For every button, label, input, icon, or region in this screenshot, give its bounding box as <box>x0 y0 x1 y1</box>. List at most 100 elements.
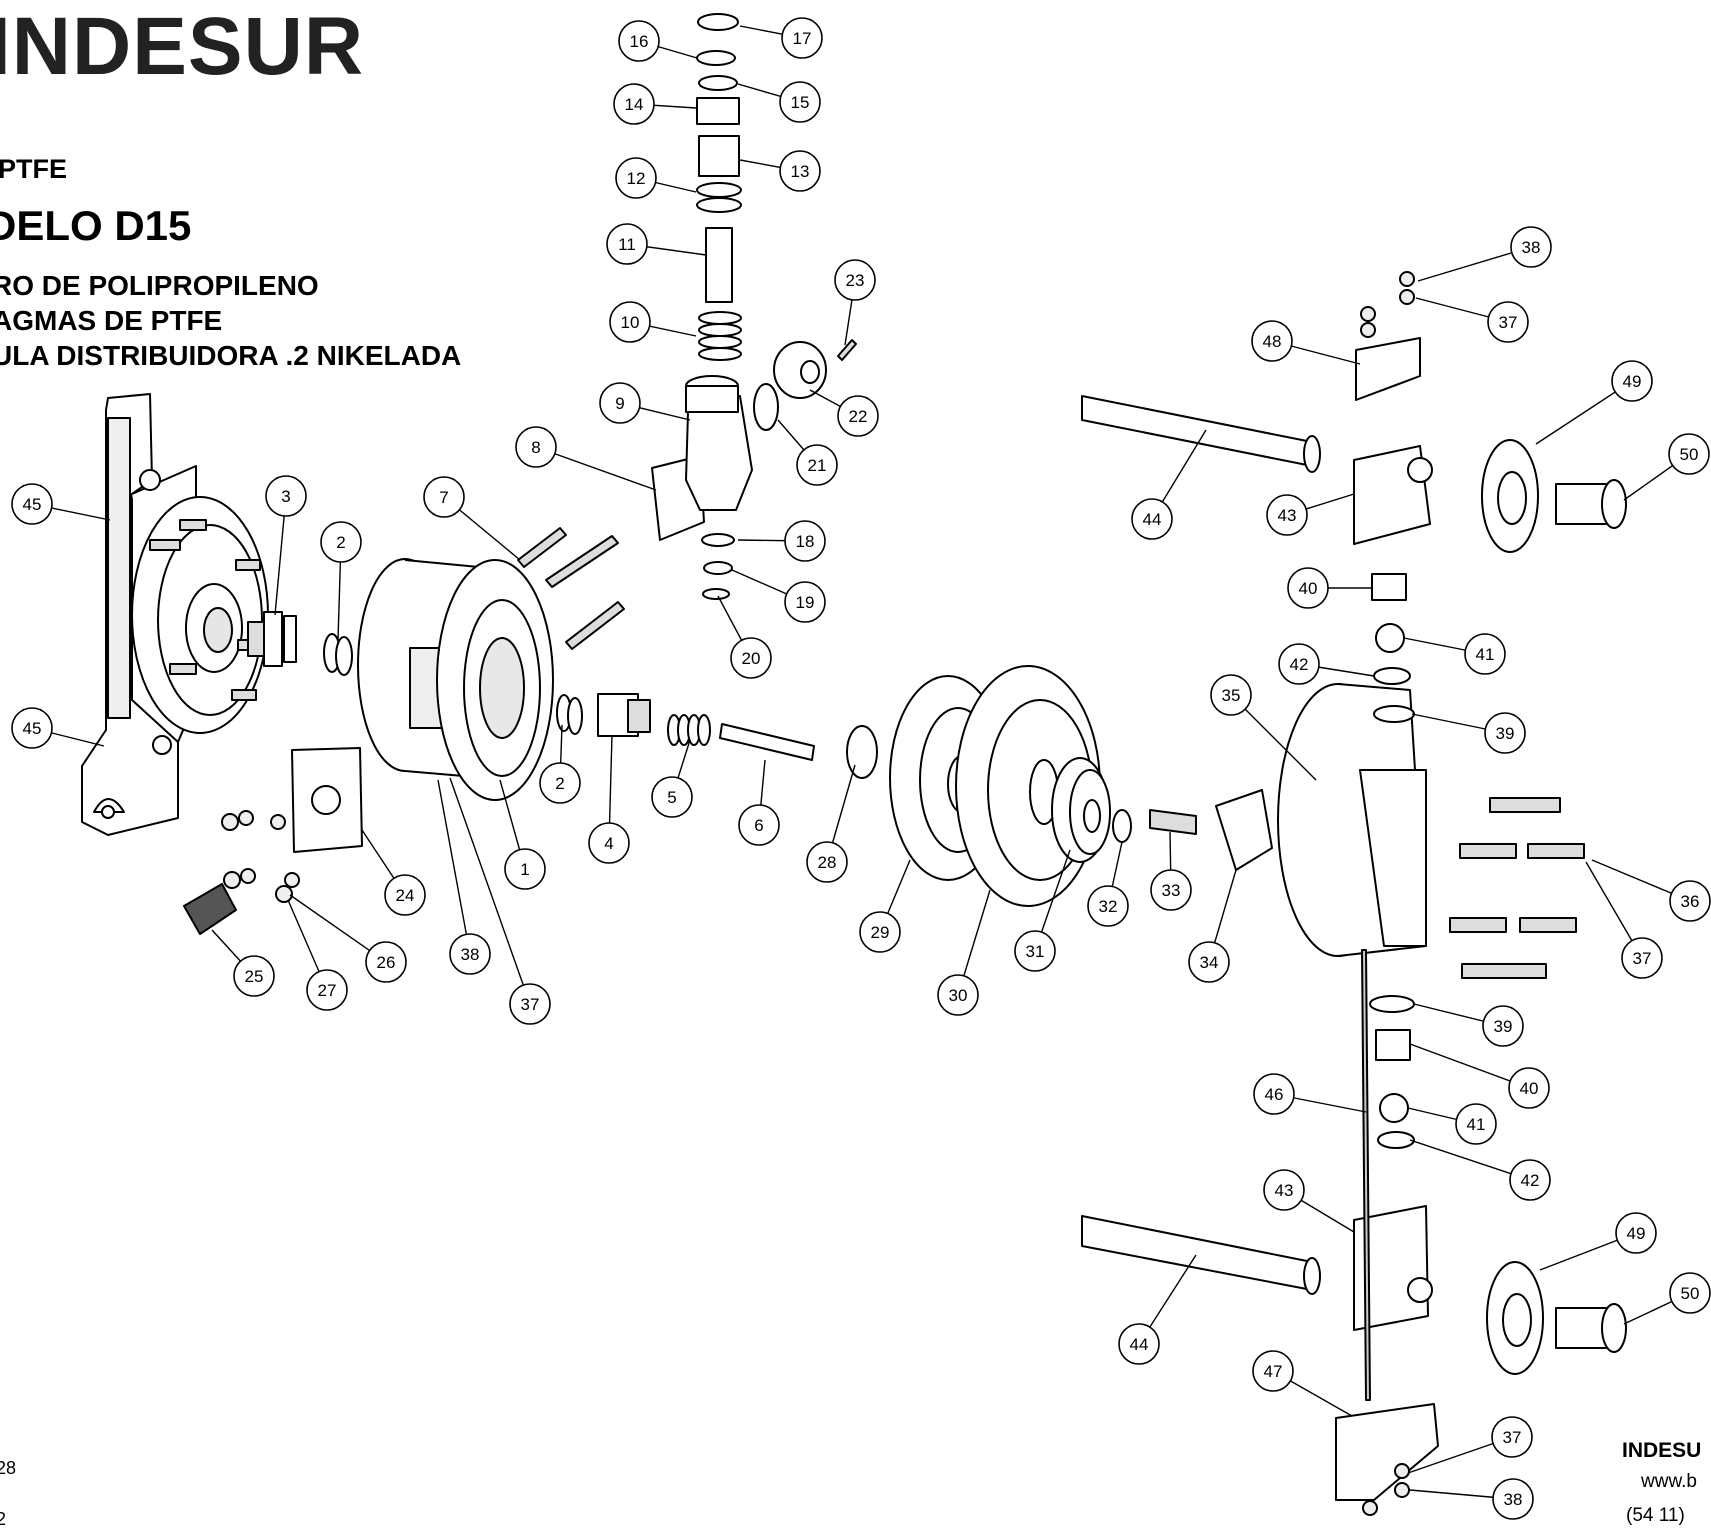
shaft-6 <box>719 723 815 761</box>
part-callout-37: 37 <box>1491 1416 1533 1458</box>
callout-circle <box>1455 1103 1497 1145</box>
callout-number: 43 <box>1278 506 1297 525</box>
part-callout-50: 50 <box>1669 1272 1711 1314</box>
callout-number: 33 <box>1162 881 1181 900</box>
callout-circle <box>859 911 901 953</box>
callout-circle <box>423 476 465 518</box>
callout-circle <box>588 822 630 864</box>
callout-circle <box>937 974 979 1016</box>
part-callout-37: 37 <box>1621 937 1663 979</box>
pipe-44-bottom <box>1081 1215 1321 1295</box>
callout-number: 37 <box>1503 1428 1522 1447</box>
callout-number: 38 <box>1504 1490 1523 1509</box>
part-callout-2: 2 <box>320 521 362 563</box>
callout-circle <box>1210 674 1252 716</box>
part-callout-40: 40 <box>1508 1067 1550 1109</box>
o-ring-21 <box>753 383 779 431</box>
callout-number: 7 <box>439 488 448 507</box>
callout-number: 20 <box>742 649 761 668</box>
callout-number: 9 <box>615 394 624 413</box>
part-callout-47: 47 <box>1252 1350 1294 1392</box>
callout-circle <box>509 983 551 1025</box>
part-callout-18: 18 <box>784 520 826 562</box>
callout-number: 18 <box>796 532 815 551</box>
callout-number: 37 <box>1633 949 1652 968</box>
part-callout-23: 23 <box>834 259 876 301</box>
nuts-washers <box>221 810 300 903</box>
spec-line-diaphragms: AGMAS DE PTFE <box>0 305 223 336</box>
part-callout-43: 43 <box>1266 494 1308 536</box>
callout-circle <box>779 150 821 192</box>
callout-circle <box>1509 1159 1551 1201</box>
callout-number: 5 <box>667 788 676 807</box>
callout-circle <box>384 874 426 916</box>
part-callout-34: 34 <box>1188 941 1230 983</box>
muffler-25 <box>183 883 237 935</box>
o-rings-5 <box>667 714 711 746</box>
part-callout-38: 38 <box>1510 226 1552 268</box>
callout-number: 6 <box>754 816 763 835</box>
callout-number: 50 <box>1680 445 1699 464</box>
part-callout-37: 37 <box>1487 301 1529 343</box>
callout-circle <box>1508 1067 1550 1109</box>
callout-number: 39 <box>1496 724 1515 743</box>
part-callout-31: 31 <box>1014 930 1056 972</box>
callout-number: 24 <box>396 886 415 905</box>
callout-circle <box>1087 885 1129 927</box>
callout-circle <box>738 804 780 846</box>
callout-circle <box>1278 643 1320 685</box>
part-callout-49: 49 <box>1615 1212 1657 1254</box>
callout-number: 30 <box>949 986 968 1005</box>
callout-number: 16 <box>630 32 649 51</box>
callout-circle <box>1263 1169 1305 1211</box>
part-callout-38: 38 <box>449 933 491 975</box>
callout-number: 49 <box>1623 372 1642 391</box>
valve-stack <box>696 13 742 600</box>
spool-4 <box>597 693 651 737</box>
part-callout-40: 40 <box>1287 567 1329 609</box>
callout-number: 31 <box>1026 942 1045 961</box>
part-callout-45: 45 <box>11 483 53 525</box>
brand-logo: INDESUR <box>0 1 365 92</box>
callout-circle <box>365 941 407 983</box>
part-callout-10: 10 <box>609 301 651 343</box>
callout-circle <box>1014 930 1056 972</box>
part-callout-39: 39 <box>1482 1005 1524 1047</box>
callout-circle <box>615 157 657 199</box>
leader-line <box>1409 1043 1530 1089</box>
callout-number: 42 <box>1521 1171 1540 1190</box>
fitting-50-top <box>1555 479 1627 529</box>
callout-number: 50 <box>1681 1284 1700 1303</box>
callout-circle <box>1669 880 1711 922</box>
part-callout-27: 27 <box>306 969 348 1011</box>
callout-number: 45 <box>23 719 42 738</box>
callout-circle <box>1287 567 1329 609</box>
callout-circle <box>1253 1073 1295 1115</box>
leader-line <box>437 779 471 955</box>
callout-number: 15 <box>791 93 810 112</box>
callout-circle <box>784 581 826 623</box>
callout-circle <box>1492 1478 1534 1520</box>
callout-number: 40 <box>1520 1079 1539 1098</box>
callout-circle <box>609 301 651 343</box>
callout-number: 41 <box>1467 1115 1486 1134</box>
part-callout-42: 42 <box>1278 643 1320 685</box>
callout-circle <box>1615 1212 1657 1254</box>
part-callout-46: 46 <box>1253 1073 1295 1115</box>
part-callout-41: 41 <box>1464 633 1506 675</box>
callout-number: 27 <box>318 981 337 1000</box>
callout-circle <box>1484 712 1526 754</box>
callout-number: 43 <box>1275 1181 1294 1200</box>
footer-brand: INDESU <box>1622 1439 1702 1462</box>
model-title: DELO D15 <box>0 202 192 249</box>
callout-circle <box>730 637 772 679</box>
part-callout-3: 3 <box>265 475 307 517</box>
top-cap-48 <box>1355 337 1421 401</box>
callout-circle <box>1482 1005 1524 1047</box>
callout-number: 48 <box>1263 332 1282 351</box>
callout-number: 34 <box>1200 953 1219 972</box>
callout-circle <box>504 848 546 890</box>
callout-number: 2 <box>336 533 345 552</box>
callout-number: 23 <box>846 271 865 290</box>
callout-number: 38 <box>1522 238 1541 257</box>
